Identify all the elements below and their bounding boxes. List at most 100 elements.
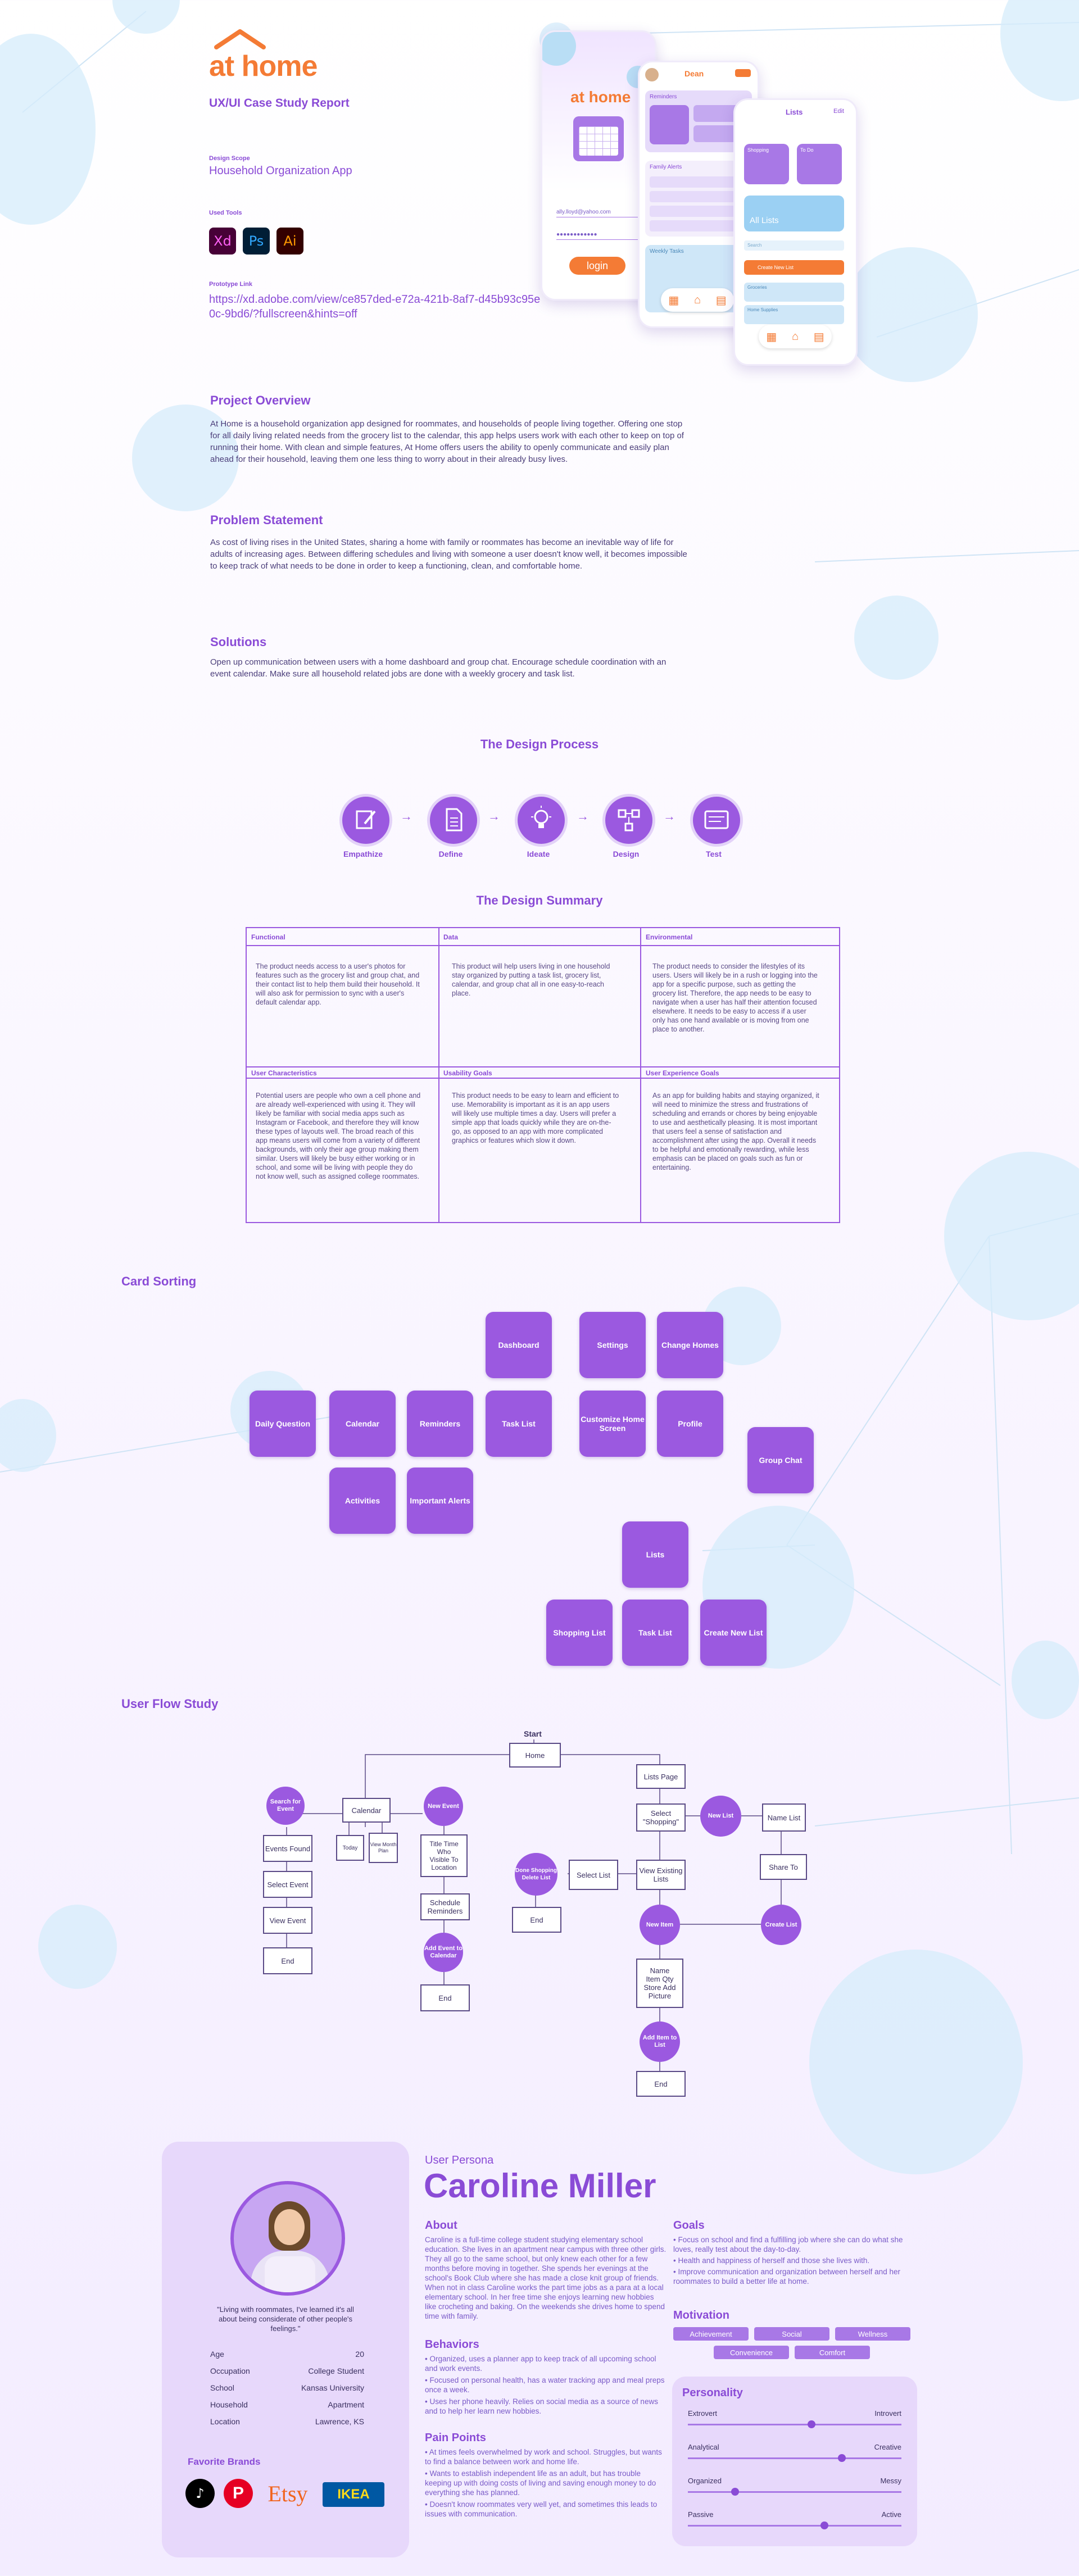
phone-menu-button[interactable]: [735, 69, 751, 77]
summary-text-usability-goals: This product needs to be easy to learn a…: [452, 1092, 619, 1144]
info-household-value: Apartment: [328, 2400, 364, 2409]
card-daily-question[interactable]: Daily Question: [250, 1391, 316, 1457]
phone-create-list-button[interactable]: Create New List: [744, 260, 844, 275]
motivation-tag: Social: [754, 2327, 829, 2341]
solutions-title: Solutions: [210, 635, 267, 649]
pencil-icon: [356, 810, 376, 829]
define-label: Define: [438, 849, 463, 858]
summary-heading-data: Data: [443, 933, 459, 941]
card-lists[interactable]: Lists: [622, 1521, 688, 1588]
list-icon[interactable]: ▤: [813, 330, 824, 343]
card-reminders[interactable]: Reminders: [407, 1391, 473, 1457]
flow-icon: [618, 809, 640, 832]
phone-search-field[interactable]: Search: [744, 240, 844, 251]
arrow-right-icon: →: [488, 809, 500, 823]
card-activities[interactable]: Activities: [329, 1468, 396, 1534]
prototype-link[interactable]: https://xd.adobe.com/view/ce857ded-e72a-…: [209, 293, 541, 320]
card-settings[interactable]: Settings: [579, 1312, 646, 1378]
family-alerts-label: Family Alerts: [650, 164, 682, 170]
phone-todo-tile[interactable]: To Do: [797, 144, 842, 184]
design-step: [602, 794, 655, 847]
design-process-title: The Design Process: [480, 737, 599, 751]
phone-logo-text: at home: [570, 88, 631, 106]
flow-end-2: End: [420, 1984, 470, 2011]
card-dashboard[interactable]: Dashboard: [486, 1312, 552, 1378]
overview-text: At Home is a household organization app …: [210, 419, 684, 464]
phone-login-button[interactable]: login: [569, 257, 625, 275]
summary-text-user-characteristics: Potential users are people who own a cel…: [256, 1092, 421, 1180]
user-flow-title: User Flow Study: [121, 1697, 219, 1711]
personality-slider-track: [688, 2491, 901, 2493]
personality-slider-track: [688, 2457, 901, 2459]
flow-events-found: Events Found: [263, 1835, 312, 1862]
test-label: Test: [706, 849, 722, 858]
xd-icon-text: Xd: [214, 233, 232, 249]
decor-bubble: [132, 405, 239, 511]
card-profile[interactable]: Profile: [657, 1391, 723, 1457]
personality-slider-knob: [837, 2454, 846, 2462]
phone-nav-bar[interactable]: ▦ ⌂ ▤: [759, 325, 832, 348]
ps-icon-text: Ps: [248, 233, 264, 249]
flow-event-details: Title Time Who Visible To Location: [420, 1834, 468, 1877]
ai-icon-text: Ai: [283, 233, 297, 249]
pain-points-title: Pain Points: [425, 2432, 486, 2444]
divider: [247, 1078, 839, 1079]
personality-slider-track: [688, 2424, 901, 2425]
phone-groceries-row[interactable]: Groceries: [744, 283, 844, 302]
phone-shopping-tile[interactable]: Shopping: [744, 144, 789, 184]
info-household-label: Household: [210, 2400, 248, 2409]
etsy-logo: Etsy: [268, 2480, 308, 2506]
card-change-homes[interactable]: Change Homes: [657, 1312, 723, 1378]
home-icon[interactable]: ⌂: [693, 293, 701, 306]
flow-end-4: End: [636, 2071, 686, 2097]
flow-view-event: View Event: [263, 1907, 312, 1934]
goal-item: • Health and happiness of herself and th…: [673, 2256, 870, 2265]
weekly-tasks-label: Weekly Tasks: [650, 248, 684, 255]
list-icon[interactable]: ▤: [715, 294, 727, 307]
test-step: [690, 794, 743, 847]
calendar-icon[interactable]: ▦: [668, 294, 679, 307]
personality-title: Personality: [682, 2387, 743, 2399]
flow-add-item: Add Item to List: [640, 2021, 680, 2062]
design-summary-table: Functional Data Environmental The produc…: [246, 927, 840, 1223]
goal-item: • Focus on school and find a fulfilling …: [673, 2236, 903, 2254]
flow-create-list: Create List: [761, 1905, 801, 1945]
flow-view-existing: View Existing Lists: [636, 1860, 686, 1890]
phone-edit-link[interactable]: Edit: [833, 108, 844, 115]
calendar-illustration-icon: [573, 116, 624, 161]
phone-password-field[interactable]: ●●●●●●●●●●●●: [556, 231, 640, 240]
phone-email-field[interactable]: ally.lloyd@yahoo.com: [556, 209, 640, 217]
calendar-icon[interactable]: ▦: [766, 330, 777, 343]
flow-done-shopping: Done Shopping Delete List: [515, 1853, 557, 1896]
goals-title: Goals: [673, 2219, 705, 2232]
problem-text: As cost of living rises in the United St…: [210, 538, 687, 571]
design-label: Design: [613, 849, 640, 858]
card-calendar[interactable]: Calendar: [329, 1391, 396, 1457]
motivation-title: Motivation: [673, 2309, 729, 2321]
personality-right-label: Active: [881, 2510, 901, 2519]
phone-nav-bar[interactable]: ▦ ⌂ ▤: [661, 288, 734, 312]
decor-bubble: [1012, 1641, 1079, 1719]
divider: [640, 928, 641, 1222]
card-sorting-title: Card Sorting: [121, 1274, 197, 1288]
empathize-step: [339, 794, 392, 847]
card-customize-home-screen[interactable]: Customize Home Screen: [579, 1391, 646, 1457]
phone-home-supplies-row[interactable]: Home Supplies: [744, 305, 844, 324]
flow-select-list: Select List: [569, 1860, 618, 1890]
pain-item: • At times feels overwhelmed by work and…: [425, 2448, 662, 2466]
card-shopping-list[interactable]: Shopping List: [546, 1600, 613, 1666]
card-important-alerts[interactable]: Important Alerts: [407, 1468, 473, 1534]
pinterest-logo-icon: P: [224, 2479, 253, 2508]
home-icon[interactable]: ⌂: [791, 330, 799, 343]
summary-heading-ux-goals: User Experience Goals: [646, 1069, 719, 1077]
phone-all-lists-tile[interactable]: All Lists: [744, 196, 844, 231]
card-group-chat[interactable]: Group Chat: [747, 1427, 814, 1493]
card-task-list-2[interactable]: Task List: [622, 1600, 688, 1666]
personality-slider-knob: [808, 2420, 816, 2428]
about-text: Caroline is a full-time college student …: [425, 2236, 667, 2320]
summary-heading-usability-goals: Usability Goals: [443, 1069, 492, 1077]
problem-title: Problem Statement: [210, 513, 323, 527]
summary-text-functional: The product needs access to a user's pho…: [256, 962, 420, 1006]
card-create-new-list[interactable]: Create New List: [700, 1600, 767, 1666]
card-task-list[interactable]: Task List: [486, 1391, 552, 1457]
